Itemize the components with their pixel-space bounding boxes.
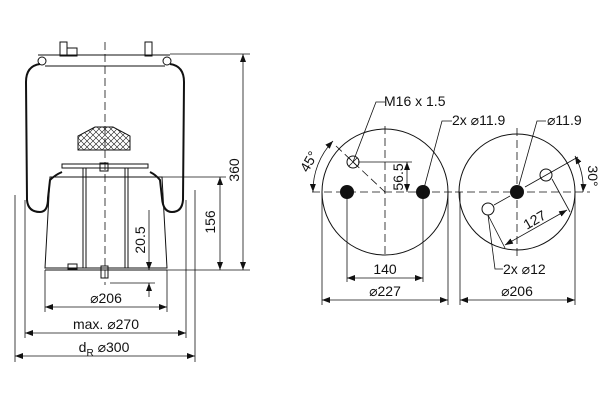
holes-label: 2x ⌀12 [503,261,546,277]
spacing-label: 140 [373,261,397,277]
bellow [24,63,186,214]
mounting-hole-upper [539,168,553,182]
bottom-plate-view: ⌀11.9 2x ⌀12 30° 127 ⌀206 [455,112,600,305]
spacing-label: 127 [520,207,548,233]
dim-piston-diameter: ⌀206 [90,290,122,306]
side-view: 360 156 20.5 ⌀206 max. ⌀270 dR ⌀300 [14,41,250,362]
diameter-label: ⌀227 [369,283,401,299]
top-plate-view: M16 x 1.5 2x ⌀11.9 45° 56.5 140 ⌀227 [296,93,506,305]
dim-reference-diameter: dR ⌀300 [79,339,130,359]
center-hole-label: ⌀11.9 [547,112,582,128]
bump-stop [77,126,131,151]
angle-label: 45° [296,148,320,174]
top-plate [37,41,172,67]
dim-max-diameter: max. ⌀270 [73,316,139,332]
holes-label: 2x ⌀11.9 [452,112,506,128]
piston [44,162,168,279]
center-hole [510,185,524,199]
offset-label: 56.5 [390,163,406,190]
diameter-label: ⌀206 [501,283,533,299]
mounting-hole-lower [481,202,495,216]
dim-offset: 20.5 [132,226,148,253]
thread-label: M16 x 1.5 [384,93,446,109]
dim-piston-height: 156 [202,210,218,234]
angle-label: 30° [585,165,600,186]
dim-height-total: 360 [226,158,242,182]
